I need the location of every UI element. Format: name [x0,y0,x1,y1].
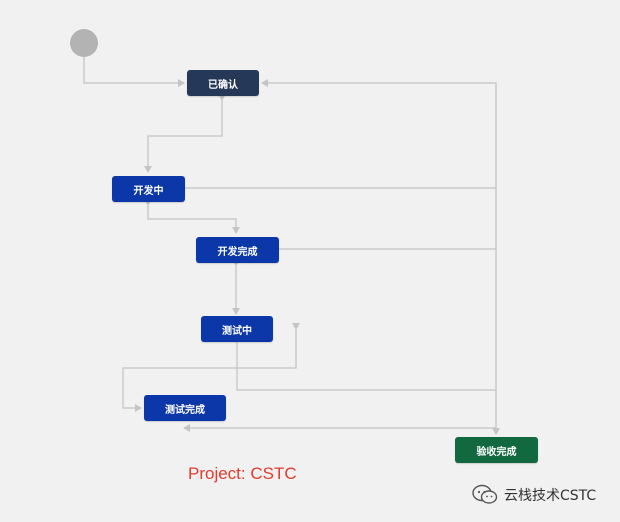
connector-indev-devdone [144,199,240,234]
watermark-text: 云栈技术CSTC [504,488,597,504]
project-label: Project: CSTC [188,464,297,483]
status-development-done[interactable]: 开发完成 [196,237,279,263]
status-testing-done[interactable]: 测试完成 [144,395,226,421]
connector-start-confirmed [83,57,185,87]
status-in-development-label: 开发中 [133,185,164,197]
wechat-icon [472,484,498,504]
status-in-testing[interactable]: 测试中 [201,316,273,342]
status-in-development[interactable]: 开发中 [112,176,185,202]
status-confirmed-label: 已确认 [208,79,238,91]
connector-confirmed-indev [144,94,226,173]
status-development-done-label: 开发完成 [217,246,258,258]
connector-testing-trunk [236,342,496,391]
status-acceptance-done[interactable]: 验收完成 [455,437,538,463]
status-in-testing-label: 测试中 [222,325,252,337]
connector-testing-testdone [122,323,300,412]
status-acceptance-done-label: 验收完成 [476,446,517,458]
connector-trunk-confirmed [261,79,497,420]
start-node [70,29,98,57]
status-confirmed[interactable]: 已确认 [187,70,259,96]
status-testing-done-label: 测试完成 [165,404,205,416]
watermark: 云栈技术CSTC [472,484,596,506]
